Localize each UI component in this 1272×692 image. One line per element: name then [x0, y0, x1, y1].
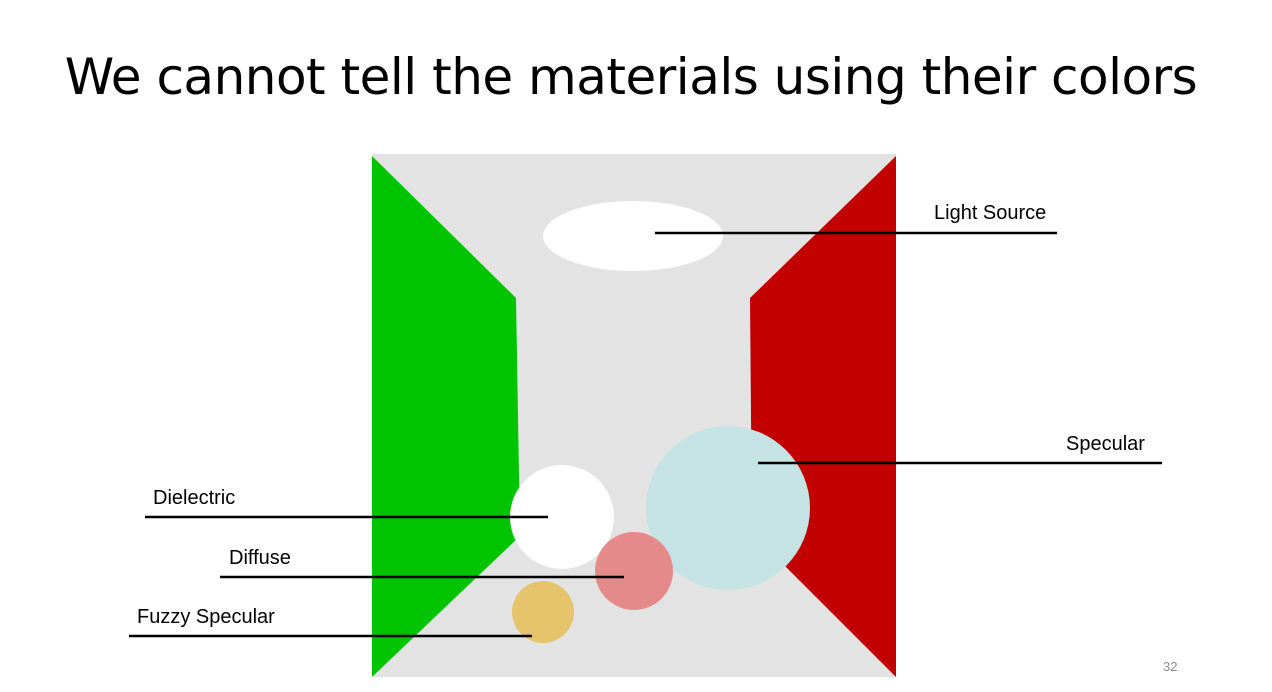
diffuse-sphere [595, 532, 673, 610]
fuzzy-specular-sphere [512, 581, 574, 643]
left-wall-green [372, 156, 520, 677]
page-number: 32 [1163, 659, 1178, 674]
diffuse-label: Diffuse [229, 547, 291, 569]
fuzzy-specular-label: Fuzzy Specular [137, 606, 275, 628]
light-source-label: Light Source [934, 202, 1047, 224]
specular-label: Specular [1066, 433, 1145, 455]
light-source [543, 201, 723, 271]
dielectric-label: Dielectric [153, 487, 236, 509]
dielectric-sphere [510, 465, 614, 569]
slide-title: We cannot tell the materials using their… [64, 48, 1198, 106]
specular-sphere [646, 426, 810, 590]
